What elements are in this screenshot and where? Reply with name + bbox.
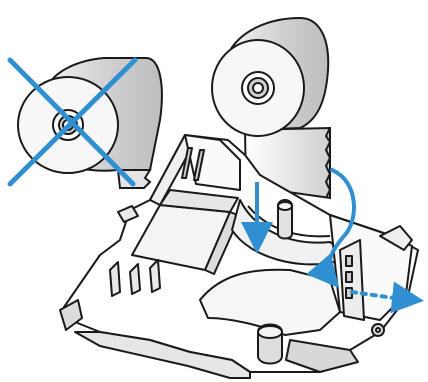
printer-housing xyxy=(60,135,418,378)
platen-roller xyxy=(258,325,282,364)
wrong-orientation-roll xyxy=(18,58,162,188)
